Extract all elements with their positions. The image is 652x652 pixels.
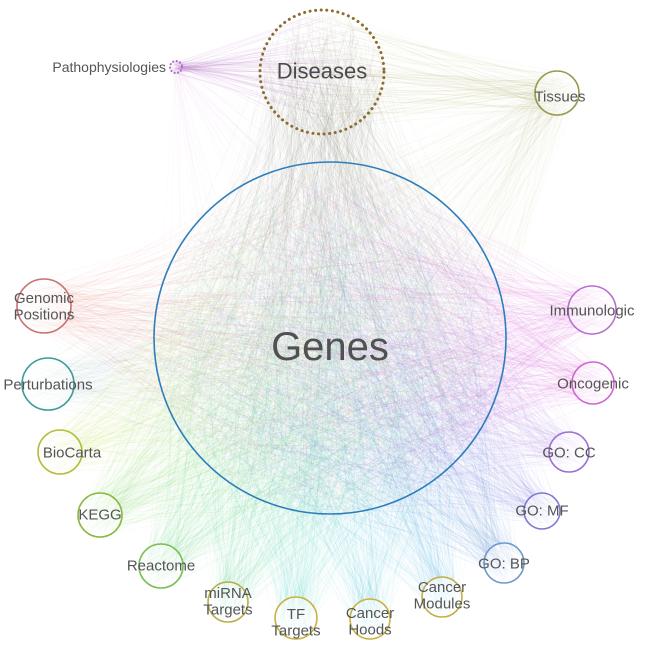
edge-bundle-immunologic-genes [156,167,616,507]
node-label-tissues: Tissues [534,88,585,105]
node-label-oncogenic: Oncogenic [557,375,629,392]
edge-bundle-perturbations-genes [22,174,501,510]
node-tf_targets[interactable] [274,596,318,640]
edge-bundle-cancer_hoods-genes [154,169,504,639]
edge-bundle-cancer_modules-genes [156,162,502,617]
node-label-diseases: Diseases [277,59,367,84]
edge-bundles [18,12,616,639]
node-label-reactome: Reactome [127,557,195,574]
node-label-go_bp: GO: BP [478,555,530,572]
edge-bundle-tissues-genes [156,72,578,505]
edge-bundle-biocarta-genes [37,164,493,512]
node-label-kegg: KEGG [78,506,121,523]
node-go_bp[interactable] [483,542,525,584]
node-perturbations[interactable] [21,357,75,411]
edge-bundle-go_bp-genes [155,163,523,583]
nodes [16,8,617,640]
edge-bundle-diseases-genes [159,12,497,510]
node-label-pathophysiologies: Pathophysiologies [52,59,166,75]
node-reactome[interactable] [138,543,184,589]
node-immunologic[interactable] [567,285,617,335]
node-label-biocarta: BioCarta [43,444,102,461]
node-cancer_modules[interactable] [421,576,463,618]
edge-bundle-tissues-diseases [265,12,579,132]
node-genomic_positions[interactable] [16,278,72,334]
node-label-immunologic: Immunologic [549,302,635,319]
node-go_mf[interactable] [523,492,561,530]
edge-bundle-tf_targets-genes [165,169,495,638]
node-tissues[interactable] [534,70,580,116]
node-oncogenic[interactable] [571,361,615,405]
edge-bundle-kegg-genes [79,169,506,538]
node-label-genes: Genes [271,325,389,369]
edge-bundle-pathophysiologies-diseases [171,14,382,130]
node-biocarta[interactable] [37,429,83,475]
node-genes-circle[interactable] [153,161,507,515]
node-cancer_hoods[interactable] [349,598,391,640]
node-kegg[interactable] [77,492,123,538]
edge-bundle-go_cc-genes [155,166,589,508]
node-label-go_mf: GO: MF [515,502,568,519]
node-label-perturbations: Perturbations [3,376,92,393]
node-label-go_cc: GO: CC [542,444,596,461]
node-labels: Genes Pathophysiologies DiseasesTissuesGen… [3,59,635,640]
node-mirna_targets[interactable] [207,581,249,623]
node-pathophysiologies[interactable] [168,59,184,75]
node-diseases[interactable] [258,8,386,136]
edge-bundle-oncogenic-genes [164,169,613,510]
edge-bundle-mirna_targets-genes [162,171,497,622]
edge-bundle-reactome-genes [140,170,504,587]
node-go_cc[interactable] [548,431,590,473]
edge-bundle-genomic_positions-genes [18,164,502,514]
